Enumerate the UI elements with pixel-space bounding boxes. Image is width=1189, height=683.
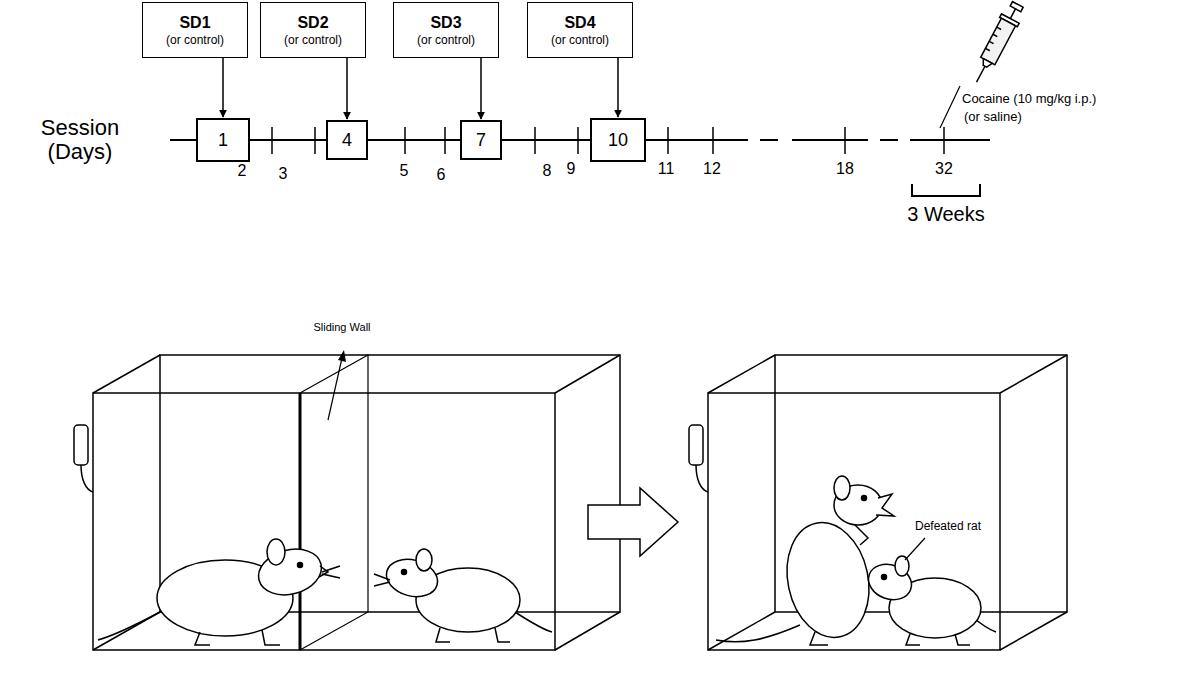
day-box: 4 bbox=[326, 120, 368, 160]
leader-line bbox=[905, 538, 925, 560]
condition-note: (or control) bbox=[417, 33, 475, 48]
session-box: SD3(or control) bbox=[393, 2, 499, 58]
arrow-connector bbox=[480, 58, 482, 119]
day-number: 7 bbox=[476, 129, 486, 152]
cage-left bbox=[93, 355, 620, 650]
leader-line bbox=[940, 86, 960, 128]
day-number: 4 bbox=[342, 129, 352, 152]
cage-right bbox=[708, 355, 1067, 650]
transition-arrow bbox=[588, 488, 678, 556]
syringe bbox=[968, 0, 1027, 87]
tick-label: 6 bbox=[437, 166, 446, 184]
arrow-connector bbox=[346, 58, 348, 119]
light-source bbox=[74, 425, 93, 492]
session-name: SD4 bbox=[564, 13, 595, 33]
day-box: 7 bbox=[460, 120, 502, 160]
tick-label: 32 bbox=[935, 160, 953, 178]
day-box: 10 bbox=[590, 118, 646, 162]
session-box: SD2(or control) bbox=[260, 2, 366, 58]
part-label: Defeated rat bbox=[915, 520, 981, 533]
session-box: SD4(or control) bbox=[527, 2, 633, 58]
bracket bbox=[912, 184, 980, 196]
rat-resident bbox=[98, 539, 340, 645]
condition-note: (or control) bbox=[166, 33, 224, 48]
arrow-connector bbox=[617, 58, 619, 117]
tick-label: 9 bbox=[567, 160, 576, 178]
session-name: SD1 bbox=[179, 13, 210, 33]
axis-title: Session (Days) bbox=[24, 116, 136, 164]
session-name: SD2 bbox=[297, 13, 328, 33]
tick-label: 5 bbox=[400, 162, 409, 180]
day-number: 1 bbox=[218, 129, 228, 152]
rat-intruder bbox=[374, 549, 552, 642]
tick-label: 3 bbox=[279, 165, 288, 183]
tick-label: 11 bbox=[658, 160, 675, 178]
arrow-connector bbox=[222, 58, 224, 117]
light-source bbox=[689, 425, 708, 492]
session-box: SD1(or control) bbox=[142, 2, 248, 58]
session-name: SD3 bbox=[430, 13, 461, 33]
timeline bbox=[170, 139, 990, 141]
leader-arrow bbox=[328, 350, 346, 420]
rat-defeated bbox=[864, 556, 996, 645]
drug-label: Cocaine (10 mg/kg i.p.) bbox=[962, 92, 1096, 106]
duration-label: 3 Weeks bbox=[907, 203, 984, 225]
tick-label: 12 bbox=[703, 160, 721, 178]
rat-aggressor bbox=[716, 476, 894, 645]
condition-note: (or control) bbox=[284, 33, 342, 48]
sliding-wall bbox=[300, 355, 368, 650]
tick-label: 8 bbox=[543, 162, 552, 180]
day-number: 10 bbox=[608, 129, 628, 152]
part-label: Sliding Wall bbox=[312, 321, 372, 333]
condition-note: (or control) bbox=[551, 33, 609, 48]
tick-label: 2 bbox=[238, 162, 247, 180]
tick-label: 18 bbox=[836, 160, 854, 178]
drug-label: (or saline) bbox=[964, 110, 1022, 124]
day-box: 1 bbox=[196, 118, 250, 162]
